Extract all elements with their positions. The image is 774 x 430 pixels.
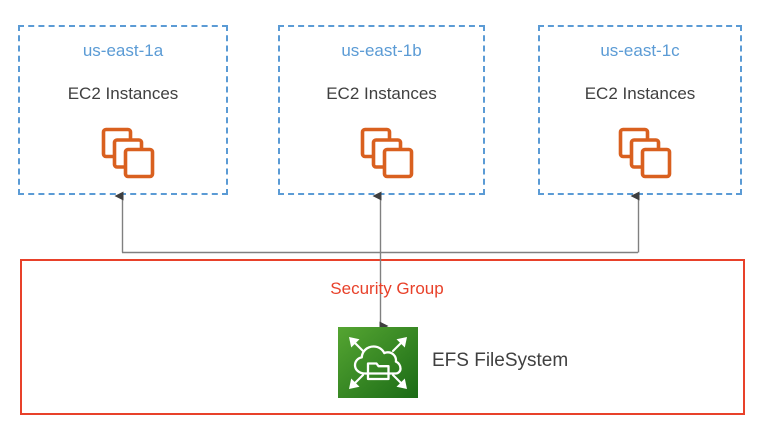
az-label-us-east-1a: us-east-1a (82, 41, 164, 60)
ec2-instances-icon (360, 127, 420, 179)
az-resource-label-us-east-1b: EC2 Instances (326, 84, 437, 103)
az-resource-label-us-east-1c: EC2 Instances (584, 84, 696, 103)
az-label-us-east-1b: us-east-1b (341, 41, 422, 60)
availability-zone-us-east-1b[interactable]: us-east-1b EC2 Instances (278, 25, 485, 195)
availability-zone-us-east-1a[interactable]: us-east-1a EC2 Instances (18, 25, 228, 195)
ec2-instances-icon (618, 127, 678, 179)
availability-zone-us-east-1c[interactable]: us-east-1c EC2 Instances (538, 25, 742, 195)
az-label-us-east-1c: us-east-1c (600, 41, 680, 60)
security-group-label: Security Group (330, 279, 444, 298)
az-resource-label-us-east-1a: EC2 Instances (67, 84, 179, 103)
ec2-instances-icon (101, 127, 161, 179)
efs-filesystem-label: EFS FileSystem (432, 350, 569, 371)
efs-filesystem-icon[interactable] (338, 327, 418, 398)
security-group-boundary[interactable] (20, 259, 745, 415)
